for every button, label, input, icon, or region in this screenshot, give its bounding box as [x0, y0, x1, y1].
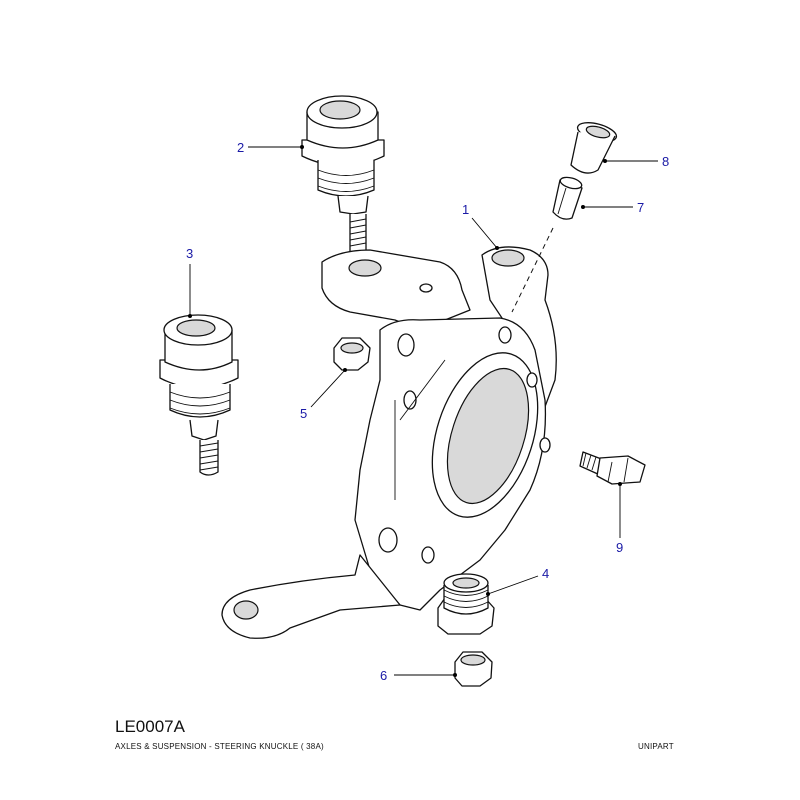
callout-label-8: 8 — [662, 154, 669, 169]
callout-4: 4 — [486, 566, 549, 596]
callout-1: 1 — [462, 202, 499, 250]
callout-9: 9 — [616, 482, 623, 555]
threaded-adjuster-bush — [437, 573, 495, 635]
callout-label-3: 3 — [186, 246, 193, 261]
callout-3: 3 — [186, 246, 193, 318]
callout-label-6: 6 — [380, 668, 387, 683]
diagram-caption: AXLES & SUSPENSION - STEERING KNUCKLE ( … — [115, 742, 324, 751]
callout-6: 6 — [380, 668, 457, 683]
callout-8: 8 — [603, 154, 669, 169]
callout-label-5: 5 — [300, 406, 307, 421]
callout-label-2: 2 — [237, 140, 244, 155]
callout-2: 2 — [237, 140, 304, 155]
callout-7: 7 — [581, 200, 644, 215]
lower-ball-joint — [159, 314, 239, 476]
split-pin-sleeve — [552, 176, 583, 220]
nut-5 — [333, 337, 371, 371]
brand-label: UNIPART — [638, 742, 674, 751]
nut-6 — [454, 651, 493, 687]
callout-label-4: 4 — [542, 566, 549, 581]
callout-label-7: 7 — [637, 200, 644, 215]
callout-label-9: 9 — [616, 540, 623, 555]
flanged-bush — [570, 122, 618, 174]
callout-label-1: 1 — [462, 202, 469, 217]
upper-ball-joint — [301, 95, 385, 256]
stud — [579, 451, 646, 485]
diagram-code: LE0007A — [115, 717, 185, 736]
steering-knuckle — [221, 246, 557, 639]
callout-5: 5 — [300, 368, 347, 421]
assembly-axis — [511, 227, 554, 313]
